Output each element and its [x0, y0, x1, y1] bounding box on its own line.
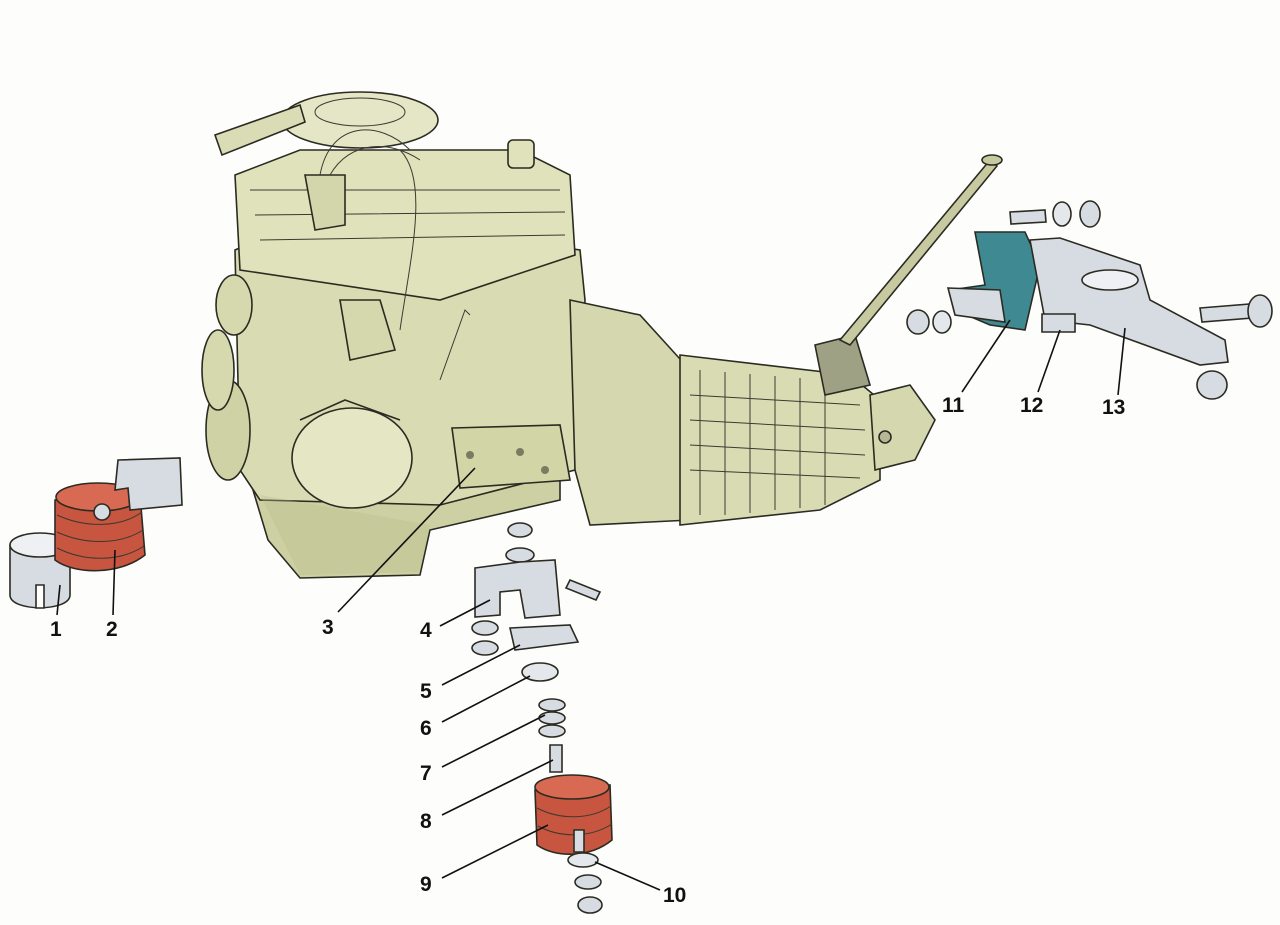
leader-11 [961, 319, 1011, 393]
oil-filter [291, 407, 413, 509]
leader-3 [337, 467, 476, 613]
water-pump-pulley [201, 329, 235, 411]
engine-mount-pad [451, 424, 571, 489]
clutch-bell-housing [569, 299, 691, 526]
callout-8: 8 [420, 810, 432, 833]
callout-layer: 1 2 3 4 5 6 7 8 9 10 [50, 319, 1126, 907]
callout-10: 10 [663, 884, 686, 907]
plate-part-5 [509, 624, 580, 651]
leader-5 [441, 644, 521, 686]
sleeve-part-8 [549, 744, 563, 773]
leader-1 [56, 584, 61, 616]
leader-6 [441, 675, 531, 723]
callout-1: 1 [50, 618, 62, 641]
air-filter [281, 91, 439, 149]
callout-3: 3 [322, 616, 334, 639]
leader-7 [441, 714, 546, 768]
rear-mount [906, 200, 1273, 400]
distributor [304, 174, 346, 231]
callout-7: 7 [420, 762, 432, 785]
stud [564, 578, 602, 602]
leader-10 [594, 861, 661, 891]
callout-12: 12 [1020, 394, 1043, 417]
alternator-pulley [215, 274, 253, 336]
callout-9: 9 [420, 873, 432, 896]
callout-11: 11 [942, 394, 965, 417]
crossmember-part-13 [1029, 237, 1229, 366]
leader-4 [439, 599, 491, 627]
gear-shift-lever [838, 158, 999, 347]
bushing-part-12 [1041, 313, 1076, 333]
gear-lever-boot [814, 334, 872, 396]
leader-8 [441, 759, 554, 816]
air-intake-snorkel [213, 103, 306, 157]
top-nut-washer [505, 522, 535, 563]
rubber-cushion-part-9 [534, 774, 613, 855]
engine-assembly [201, 91, 1003, 579]
cushion-bracket [114, 457, 183, 511]
front-right-mount-stack [471, 522, 613, 914]
callout-6: 6 [420, 717, 432, 740]
leader-13 [1117, 327, 1126, 396]
oil-filler-cap [507, 139, 535, 169]
washer-part-6 [521, 662, 559, 682]
spring-washers-part-7 [538, 698, 566, 738]
front-left-mount [9, 457, 183, 609]
callout-2: 2 [106, 618, 118, 641]
rear-bolt-right [1199, 303, 1253, 323]
callout-5: 5 [420, 680, 432, 703]
washer-nut-part-10 [567, 852, 603, 914]
leader-12 [1037, 329, 1061, 393]
rear-bolt-top [1009, 209, 1047, 225]
leader-2 [112, 549, 116, 616]
mount-bracket-part-4 [474, 559, 561, 619]
callout-13: 13 [1102, 396, 1125, 419]
callout-4: 4 [420, 619, 432, 642]
fuel-pump [339, 299, 397, 361]
leader-9 [441, 824, 549, 879]
gearbox-extension [869, 384, 936, 472]
bracket-plate [946, 287, 1006, 323]
rubber-cushion-part-2 [54, 457, 183, 572]
